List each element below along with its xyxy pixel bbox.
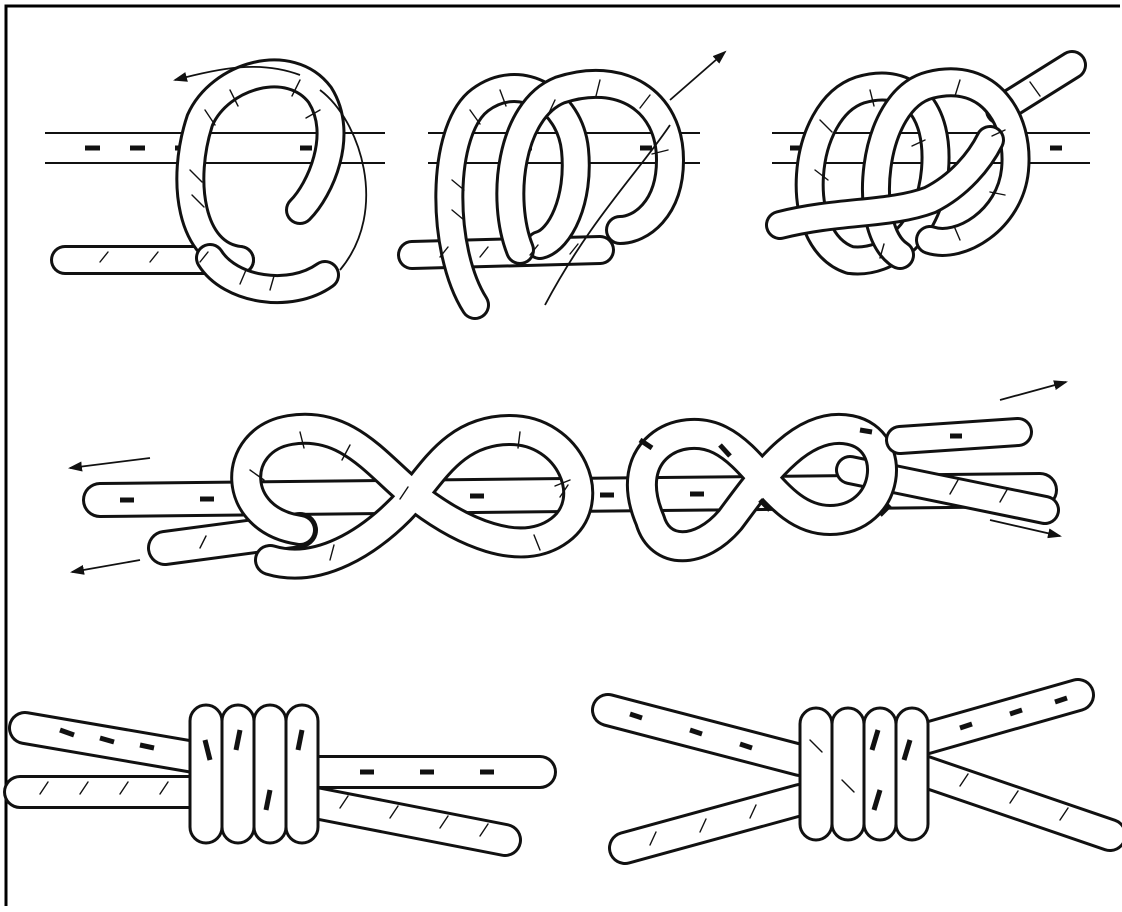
wraps [800, 708, 928, 840]
step-6-finished-knot-crossed-icon [608, 695, 1110, 848]
step-3-tightened-wraps-icon [772, 65, 1090, 260]
wraps [190, 705, 318, 843]
step-1-first-loop-icon [45, 67, 385, 290]
step-2-second-loop-icon [412, 52, 725, 305]
step-5-finished-knot-parallel-icon [20, 705, 540, 843]
step-4-double-figure-eight-icon [70, 382, 1066, 572]
